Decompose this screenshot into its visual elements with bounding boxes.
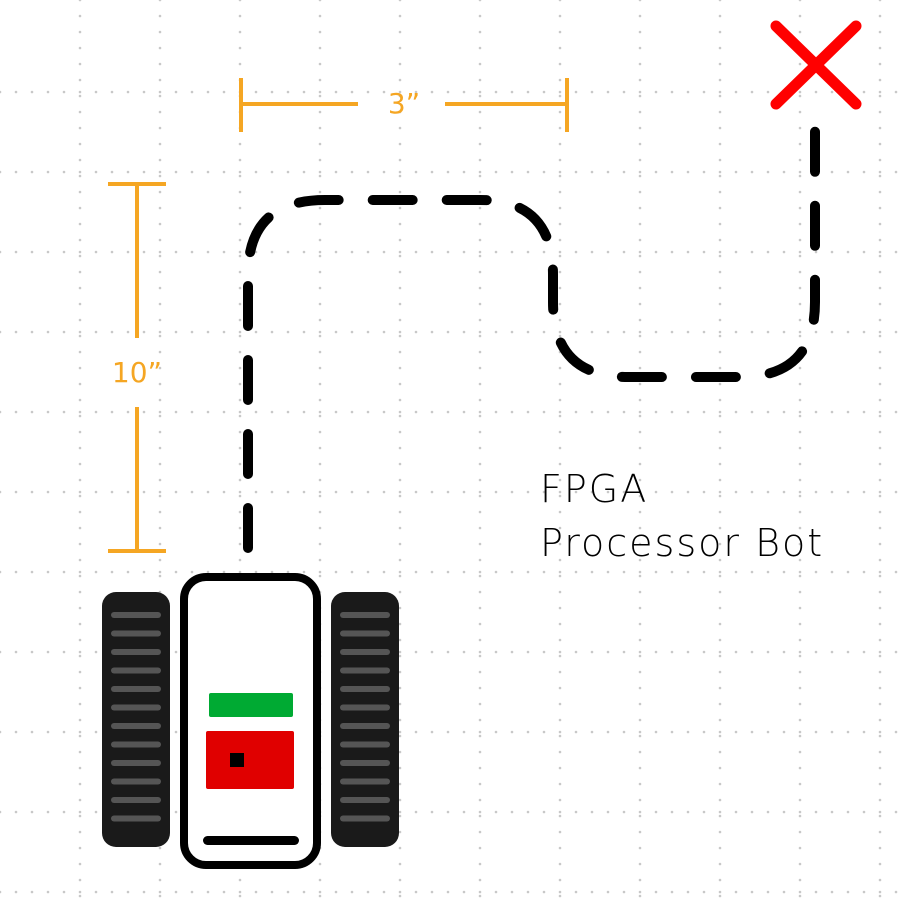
horizontal-dimension-label: 3” (388, 87, 420, 120)
tread-ridge (340, 704, 390, 711)
tread-ridge (340, 760, 390, 766)
x-mark-icon (770, 20, 862, 110)
tread-ridge (111, 723, 161, 729)
robot-body (180, 573, 321, 869)
tread-ridge (340, 797, 390, 803)
tread-ridge (111, 612, 161, 618)
tread-ridge (111, 778, 161, 785)
tread-ridge (340, 612, 390, 618)
tread-ridge (340, 778, 390, 785)
right-tread (331, 592, 399, 847)
tread-ridge (340, 667, 390, 674)
robot-path (243, 105, 820, 553)
tread-ridge (340, 649, 390, 655)
vertical-dimension (108, 182, 166, 553)
right-tread-ridges (340, 612, 390, 822)
robot-bumper (203, 836, 299, 845)
fpga-chip-core (230, 753, 244, 767)
diagram-title-line1: FPGA (540, 467, 648, 511)
left-tread (102, 592, 170, 847)
tread-ridge (111, 704, 161, 711)
left-tread-ridges (111, 612, 161, 822)
vertical-dimension-label: 10” (112, 356, 162, 389)
status-strip (209, 693, 293, 717)
tread-ridge (340, 630, 390, 637)
tread-ridge (111, 797, 161, 803)
tread-ridge (111, 741, 161, 748)
tread-ridge (340, 815, 390, 822)
fpga-chip (206, 731, 294, 789)
tread-ridge (340, 741, 390, 748)
tread-ridge (111, 686, 161, 692)
tread-ridge (111, 630, 161, 637)
tread-ridge (111, 815, 161, 822)
tread-ridge (111, 760, 161, 766)
tread-ridge (340, 723, 390, 729)
tread-ridge (340, 686, 390, 692)
diagram-title-line2: Processor Bot (540, 521, 824, 565)
horizontal-dimension (239, 78, 569, 132)
tracked-robot-icon (102, 573, 399, 869)
tread-ridge (111, 649, 161, 655)
tread-ridge (111, 667, 161, 674)
